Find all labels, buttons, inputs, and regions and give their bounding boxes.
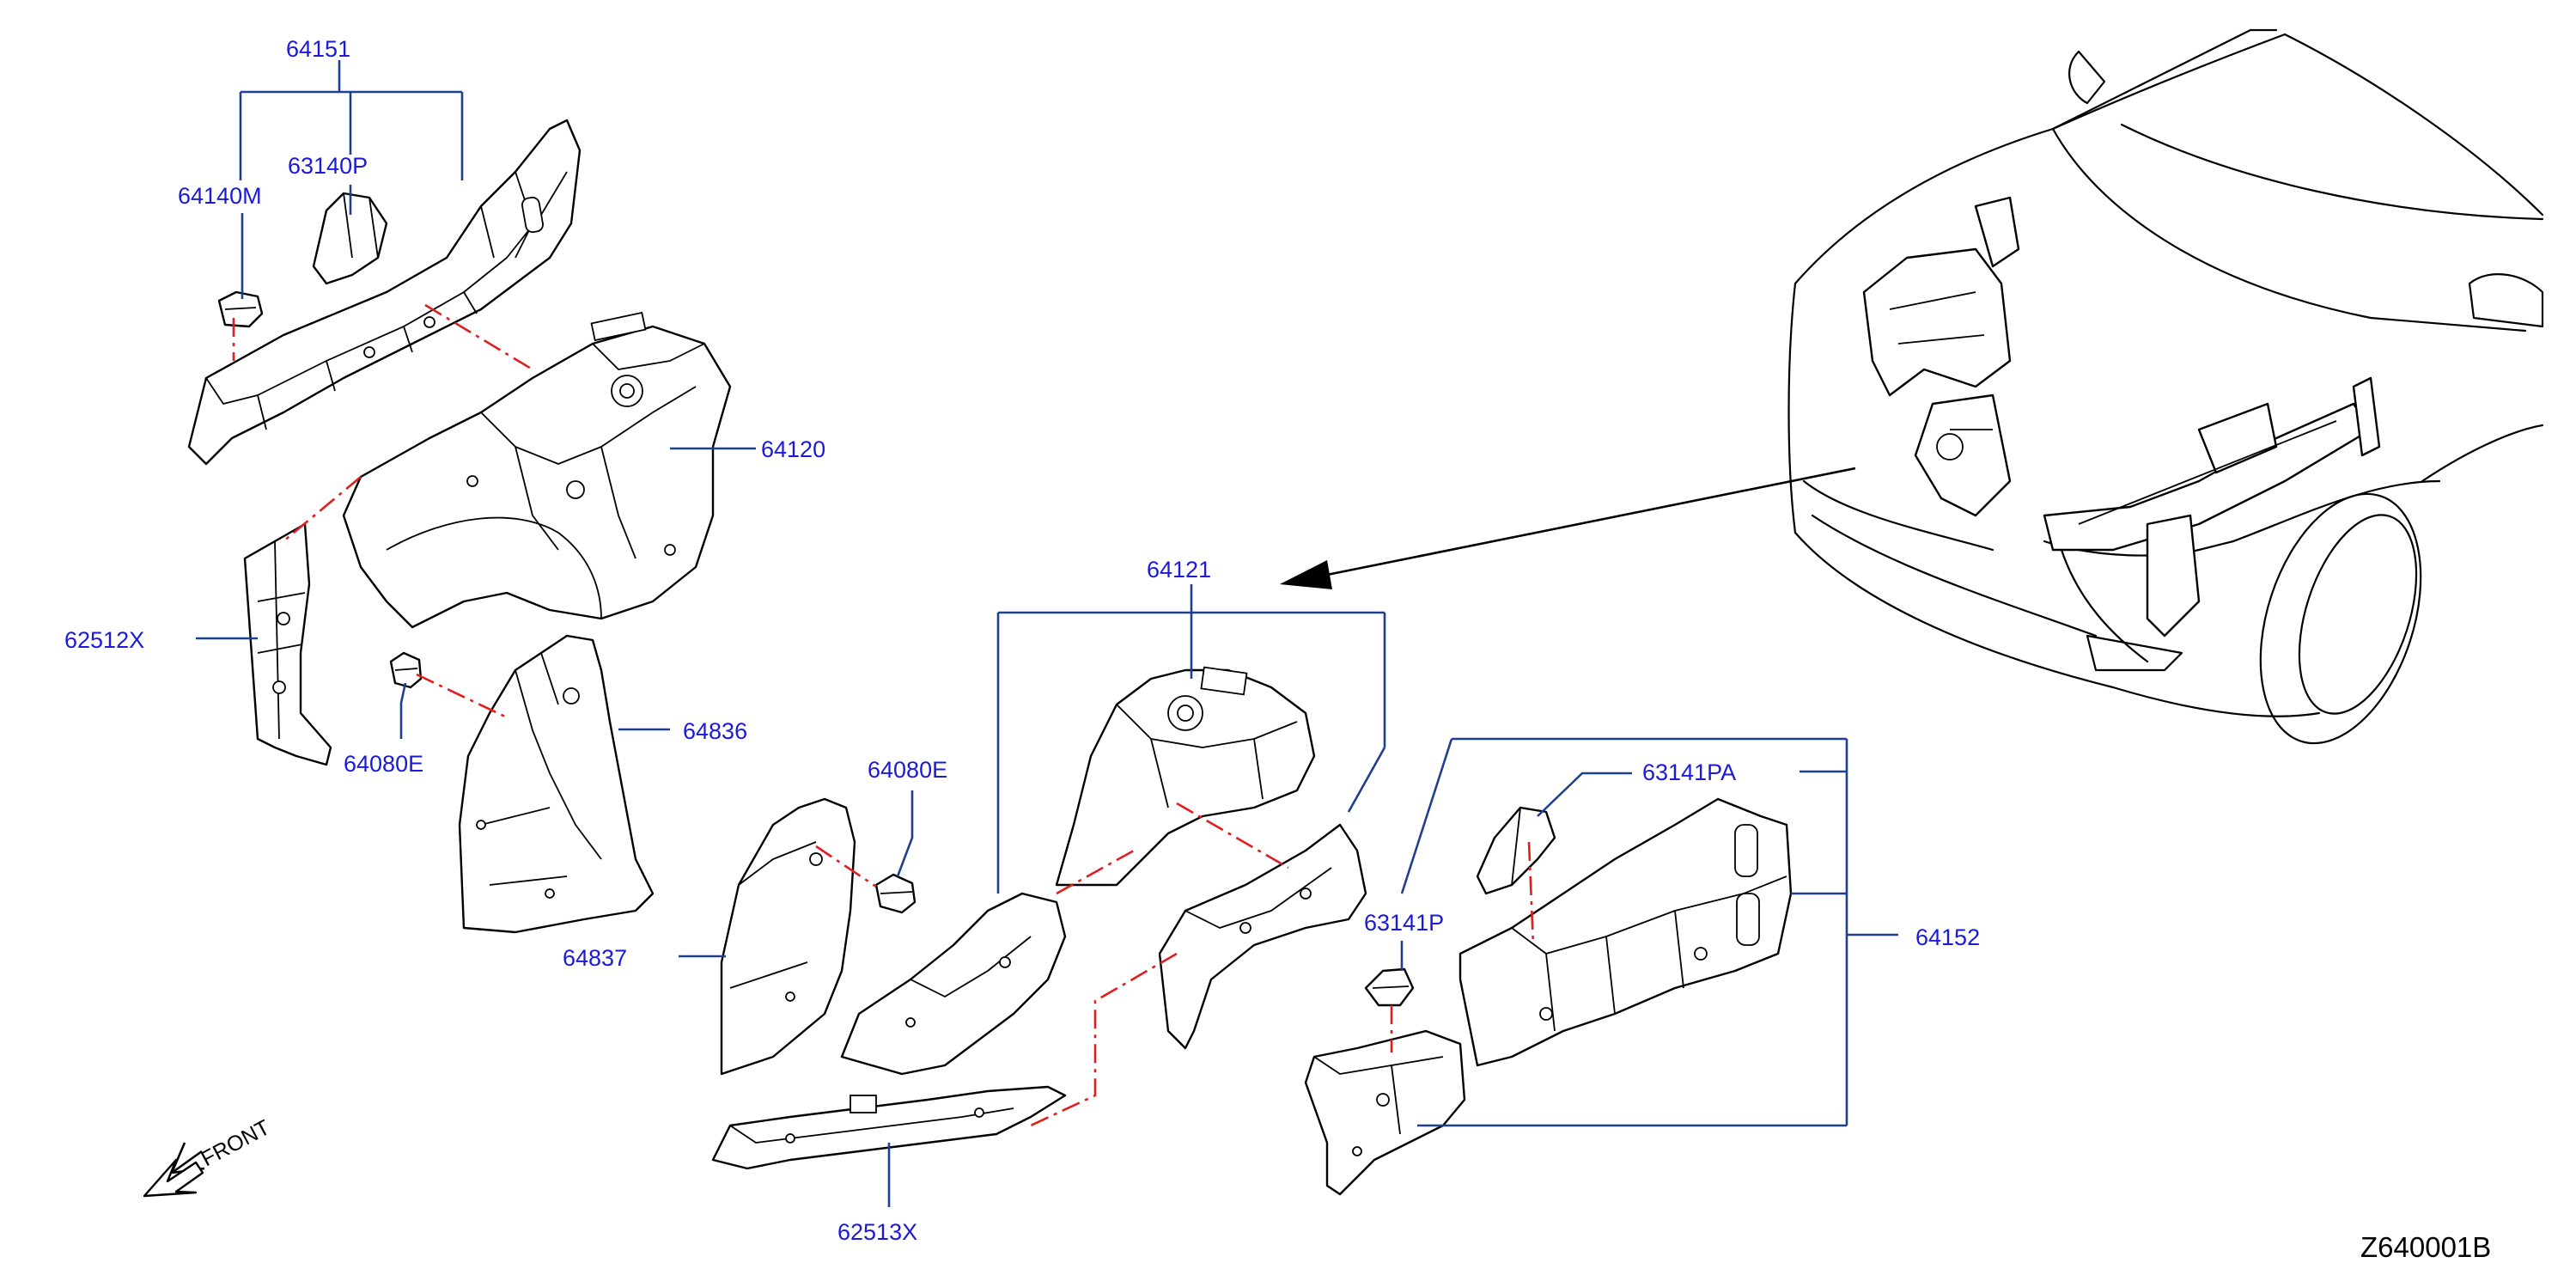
part-bracket-63141PA: [1476, 806, 1556, 895]
assembly-centerlines: [232, 303, 1535, 1127]
part-bracket-center-right: [1158, 823, 1367, 1050]
callout-64837[interactable]: 64837: [563, 945, 627, 971]
part-splash-shield-64837: [720, 797, 856, 1076]
part-bracket-63140P: [312, 192, 388, 285]
callout-64152[interactable]: 64152: [1915, 924, 1980, 950]
callout-63141PA[interactable]: 63141PA: [1642, 760, 1736, 785]
callout-63140P[interactable]: 63140P: [288, 153, 368, 179]
callout-62513X[interactable]: 62513X: [837, 1219, 917, 1245]
callout-64151[interactable]: 64151: [286, 36, 350, 62]
front-indicator: FRONT: [143, 1115, 274, 1198]
vehicle-overview-illustration: [1787, 28, 2544, 745]
front-arrow-icon: [143, 1142, 205, 1198]
part-hoodledge-64152: [1459, 797, 1793, 1067]
diagram-code: Z640001B: [2360, 1231, 2491, 1263]
callout-63141P[interactable]: 63141P: [1364, 910, 1444, 936]
part-clip-64080E-left: [389, 651, 423, 689]
part-clip-63141P: [1364, 967, 1415, 1007]
callout-leader-lines: [196, 60, 1898, 1207]
callout-64080E-middle[interactable]: 64080E: [868, 757, 947, 783]
callout-64121[interactable]: 64121: [1147, 557, 1211, 583]
part-clip-64140M: [217, 290, 264, 328]
part-bracket-62512X: [243, 522, 332, 766]
part-clip-64080E-middle: [874, 873, 917, 914]
part-rail-62513X: [711, 1085, 1067, 1170]
part-apron-64120: [342, 311, 732, 629]
callout-64140M[interactable]: 64140M: [178, 183, 262, 209]
part-apron-64121: [1055, 666, 1316, 887]
part-member-lower-center: [840, 892, 1067, 1076]
part-splash-shield-64836: [458, 634, 655, 934]
front-label: FRONT: [198, 1115, 274, 1171]
callout-62512X[interactable]: 62512X: [64, 627, 144, 653]
part-hoodledge-upper-left: [187, 119, 582, 466]
callout-64836[interactable]: 64836: [683, 718, 747, 744]
part-member-front-lower-right: [1304, 1029, 1466, 1196]
callout-pointer-arrow: [1280, 467, 1856, 589]
callout-64080E-left[interactable]: 64080E: [344, 751, 423, 777]
callout-64120[interactable]: 64120: [761, 436, 825, 462]
callout-labels: 64151 63140P 64140M 64120 62512X 64080E …: [64, 36, 1980, 1245]
